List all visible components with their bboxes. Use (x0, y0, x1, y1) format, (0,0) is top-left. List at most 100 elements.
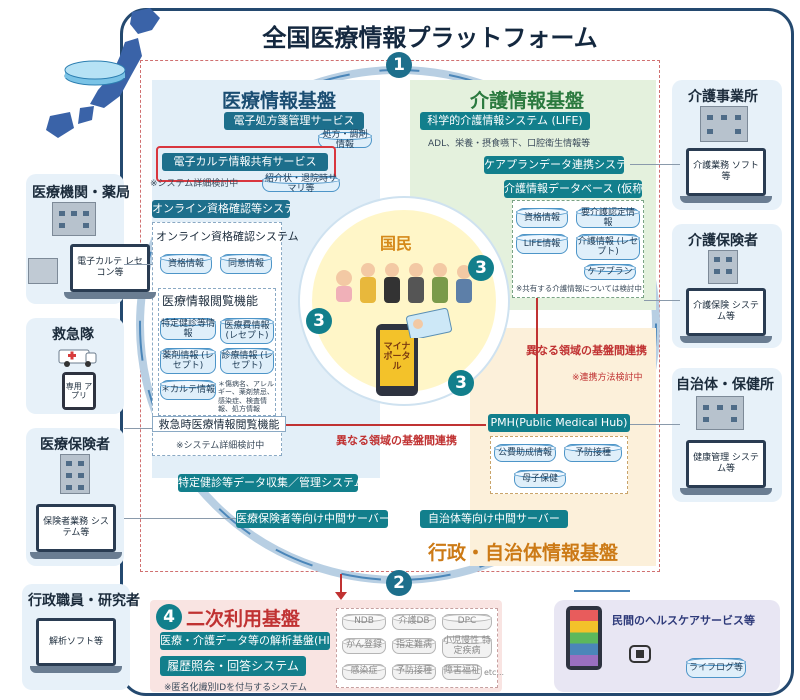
insurer-building-icon (60, 454, 90, 494)
secondary-base-title: 二次利用基盤 (186, 608, 301, 630)
viewing-function-title: 医療情報閲覧機能 (162, 294, 259, 308)
eprescription-service: 電子処方箋管理サービス (224, 112, 364, 130)
care-db: 介護DB (392, 614, 436, 630)
maternal-health-db: 母子保健 (514, 470, 566, 488)
hic-analysis-base: 医療・介護データ等の解析基盤(HIC) (160, 632, 330, 650)
pmh-hub: PMH(Public Medical Hub) (488, 414, 630, 432)
cross-domain-link-label-1: 異なる領域の基盤間連携 (526, 344, 647, 357)
stakeholder-insurer-label: 医療保険者 (40, 437, 110, 453)
secondary-note: ※匿名化識別IDを付与するシステム (164, 683, 307, 693)
method-note: ※連携方法検討中 (572, 373, 643, 383)
history-query-system: 履歴照会・回答システム (160, 656, 306, 676)
ekarte-highlight (156, 146, 336, 182)
emergency-viewing-function: 救急時医療情報閲覧機能 (152, 416, 286, 432)
disability-welfare-db: 障害福祉 (442, 664, 482, 680)
stakeholder-care-office-label: 介護事業所 (688, 89, 758, 105)
treatment-info-db: 診療情報 (レセプト) (220, 348, 274, 374)
municipal-server: 自治体等向け中間サーバー (420, 510, 568, 528)
secondary-arrow-head (335, 592, 347, 600)
careplan-system: ケアプランデータ連携システム (484, 156, 624, 174)
ekarte-share-service: 電子カルテ情報共有サービス (162, 153, 328, 171)
life-detail: ADL、栄養・摂食嚥下、口腔衛生情報等 (428, 139, 591, 149)
lifelog-db: ライフログ等 (686, 658, 746, 678)
insurer-device: 保険者業務 システム等 (30, 504, 122, 562)
municipality-device: 健康管理 システム等 (680, 440, 772, 498)
insurer-intermediate-server: 医療保険者等向け中間サーバー (236, 510, 388, 528)
pediatric-chronic-db: 小児慢性 特定疾病 (442, 636, 492, 658)
dpc-db: DPC (442, 614, 492, 630)
connector-ems (124, 428, 152, 429)
care-certification-db: 要介護認定情報 (576, 208, 640, 228)
emergency-note: ※システム詳細検討中 (176, 441, 265, 451)
cross-domain-link-label-2: 異なる領域の基盤間連携 (336, 434, 457, 447)
researcher-device: 解析ソフト等 (30, 618, 122, 676)
step-badge-4: 4 (156, 604, 182, 630)
step-badge-3-left: 3 (306, 308, 332, 334)
cancer-registry-db: がん登録 (342, 638, 386, 654)
consent-db: 同意情報 (220, 254, 272, 274)
care-shared-note: ※共有する介護情報については検討中 (516, 284, 642, 293)
etc-label: etc... (484, 668, 505, 677)
mynaportal-screen: マイナポータル (380, 330, 414, 386)
connector-hospital (124, 264, 152, 265)
citizens-icon (336, 263, 472, 303)
eprescription-db: 処方・調剤情報 (318, 130, 372, 150)
care-receipt-db: 介護情報 (レセプト) (576, 234, 640, 260)
stakeholder-ems-label: 救急隊 (52, 327, 94, 343)
care-insurer-building-icon (708, 250, 738, 284)
stakeholder-researcher-label: 行政職員・研究者 (28, 593, 140, 609)
page-title: 全国医療情報プラットフォーム (235, 18, 625, 53)
hospital-device: 電子カルテ レセコン等 (64, 244, 156, 302)
care-insurer-device: 介護保険 システム等 (680, 288, 772, 346)
qualification-db: 資格情報 (160, 254, 212, 274)
care-qualification-db: 資格情報 (516, 208, 568, 228)
life-system: 科学的介護情報システム (LIFE) (420, 112, 590, 130)
viewing-function-box (158, 288, 276, 416)
cross-domain-horizontal-line (286, 424, 486, 426)
japan-map-icon (46, 8, 160, 138)
care-office-device: 介護業務 ソフト等 (680, 148, 772, 206)
id-card-icon (406, 308, 452, 338)
karte-info-db: ＊カルテ情報 (160, 380, 216, 400)
intractable-disease-db: 指定難病 (392, 638, 436, 654)
wearable-icon (629, 645, 651, 663)
life-info-db: LIFE情報 (516, 234, 568, 254)
connector-insurer (124, 518, 236, 519)
hospital-building-icon (52, 202, 96, 236)
careplan-db: ケアプラン (584, 264, 636, 280)
secondary-arrow-line (340, 574, 342, 596)
public-subsidy-db: 公費助成情報 (494, 444, 556, 462)
private-link-arrow (574, 590, 630, 592)
vaccination-db: 予防接種 (564, 444, 622, 462)
online-confirm-title: オンライン資格確認システム (156, 230, 299, 243)
infection-db: 感染症 (342, 664, 386, 680)
cross-domain-vertical-line (536, 298, 538, 416)
receipt-machine-icon (28, 258, 58, 284)
checkup-collection-system: 特定健診等データ収集／管理システム (178, 474, 358, 492)
step-badge-2: 2 (386, 570, 412, 596)
ems-app-device: 専用 アプリ (62, 372, 96, 410)
medical-base-title: 医療情報基盤 (222, 90, 337, 112)
ekarte-db: 紹介状・退院時サマリ等 (262, 174, 340, 194)
ndb-db: NDB (342, 614, 386, 630)
drug-info-db: 薬剤情報 (レセプト) (160, 348, 216, 374)
checkup-db: 特定健診等情報 (160, 318, 216, 340)
connector-care-insurer (644, 300, 680, 301)
step-badge-3-right: 3 (468, 255, 494, 281)
connector-municipality (630, 424, 680, 425)
step-badge-1: 1 (386, 52, 412, 78)
connector-care-office (630, 164, 680, 165)
care-db-title: 介護情報データベース (仮称) (504, 180, 642, 198)
ekarte-note: ※システム詳細検討中 (150, 179, 239, 189)
medical-cost-db: 医療費情報 (レセプト) (220, 318, 274, 344)
care-office-building-icon (700, 106, 748, 142)
stakeholder-hospital-label: 医療機関・薬局 (32, 185, 130, 201)
private-healthcare-title: 民間のヘルスケアサービス等 (612, 614, 755, 627)
municipality-building-icon (696, 396, 744, 430)
admin-base-title: 行政・自治体情報基盤 (428, 542, 619, 564)
stakeholder-municipality-label: 自治体・保健所 (676, 377, 774, 393)
citizen-label: 国民 (380, 234, 413, 253)
stakeholder-care-insurer-label: 介護保険者 (688, 233, 758, 249)
care-base-title: 介護情報基盤 (470, 90, 585, 112)
